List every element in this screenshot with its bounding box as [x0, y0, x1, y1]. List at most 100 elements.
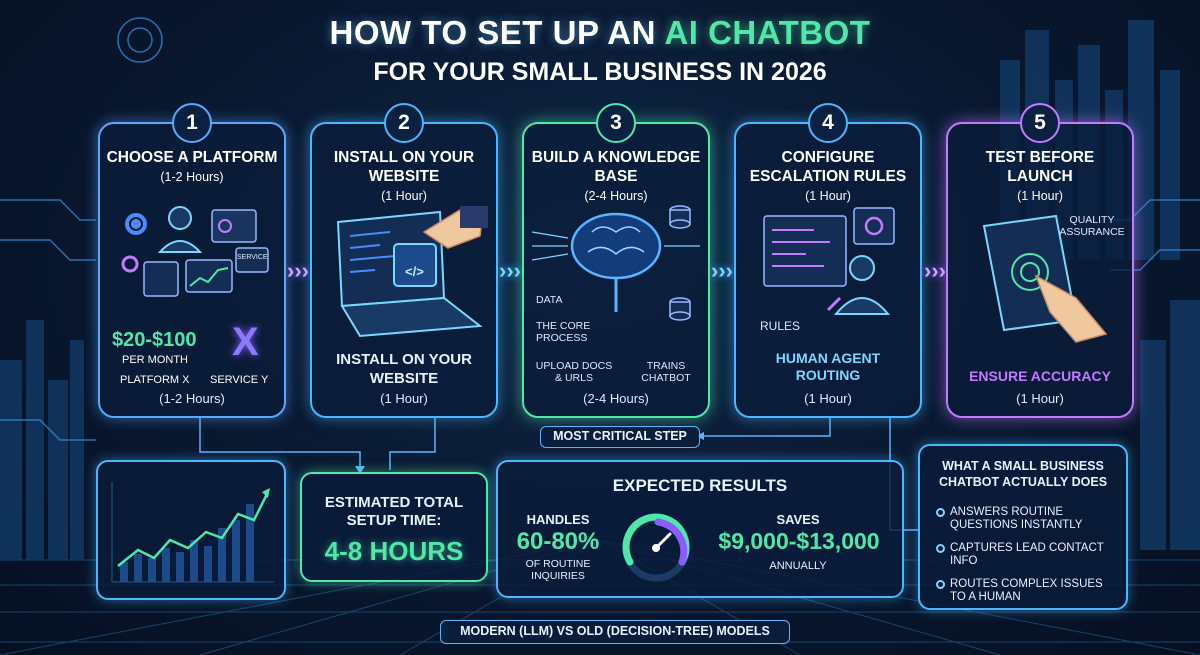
step-title-1-text: Choose a Platform: [106, 149, 278, 166]
agent-icon: [833, 255, 891, 315]
step-title-4: Configure Escalation Rules (1 Hour): [742, 148, 914, 206]
core-process-label: The Core Process: [536, 320, 591, 344]
step-title-2-text: Install on Your Website: [333, 149, 475, 185]
subtitle: For Your Small Business in 2026: [373, 58, 827, 86]
step-footer-3: (2-4 Hours): [583, 391, 649, 406]
trains-label: Trains Chatbot: [641, 360, 691, 384]
platform-x-label: Platform X: [120, 374, 190, 386]
bullet-icon: [936, 544, 945, 553]
most-critical-pill: Most Critical Step: [540, 426, 700, 448]
main-title: How to Set Up an AI Chatbot: [0, 14, 1200, 52]
hand-icon: [1034, 274, 1108, 343]
does-title: What a Small Business Chatbot Actually D…: [938, 459, 1108, 489]
setup-time-value: 4-8 Hours: [324, 536, 464, 566]
service-badge: SERVICE: [237, 254, 268, 261]
step-footer-2: (1 Hour): [380, 391, 428, 406]
hand-icon: [422, 206, 488, 249]
step-title-2: Install on Your Website (1 Hour): [318, 148, 490, 206]
circuit-lines: [0, 17, 1200, 441]
step-duration-3: (2-4 Hours): [584, 189, 648, 203]
does-item: Routes Complex Issues to a Human: [936, 578, 1110, 604]
does-item-text: Captures Lead Contact Info: [950, 542, 1104, 567]
step-title-5: Test Before Launch (1 Hour): [954, 148, 1126, 206]
step-duration-2: (1 Hour): [381, 189, 427, 203]
price-period: Per Month: [122, 354, 188, 366]
handles-sub: of Routine Inquiries: [525, 558, 591, 582]
code-window-icon: [763, 215, 847, 287]
expected-results-panel: Expected Results Handles 60-80% of Routi…: [496, 460, 904, 598]
handles-value: 60-80%: [516, 528, 600, 555]
settings-window-icon: [853, 207, 895, 245]
step-footer-1: (1-2 Hours): [159, 391, 225, 406]
price-value: $20-$100: [112, 329, 197, 351]
gauge-icon: [622, 513, 690, 582]
models-comparison-pill: Modern (LLM) vs Old (Decision-Tree) Mode…: [440, 620, 790, 644]
setup-time-label: Estimated Total Setup Time:: [324, 494, 464, 529]
code-block-icon: [393, 243, 437, 287]
step-duration-1: (1-2 Hours): [160, 170, 224, 184]
video-window-icon: [143, 261, 179, 297]
code-glyph: </>: [405, 264, 424, 279]
laptop-install-illustration: [336, 206, 488, 338]
step-arrow-icon: ›››: [499, 258, 521, 283]
install-middle-title: Install on Your Website: [336, 351, 472, 387]
brain-icon: [570, 212, 662, 312]
step-number-4: 4: [808, 103, 848, 143]
database-icon: [669, 205, 691, 229]
setup-time-panel: Estimated Total Setup Time: 4-8 Hours: [300, 472, 488, 582]
step-number-2: 2: [384, 103, 424, 143]
step-middle-2: Install on Your Website: [312, 350, 496, 388]
ensure-label: Ensure Accuracy: [969, 368, 1111, 384]
does-item: Answers Routine Questions Instantly: [936, 506, 1110, 532]
step-arrow-icon: ›››: [711, 258, 733, 283]
gear-icon: [121, 255, 139, 273]
user-icon: [157, 206, 203, 253]
title-text: How to Set Up an: [329, 14, 665, 51]
step-card-1: 1 Choose a Platform (1-2 Hours) SERVICE …: [98, 103, 286, 418]
step-arrow-icon: ›››: [287, 258, 309, 283]
step-footer-4: (1 Hour): [804, 391, 852, 406]
step-number-5: 5: [1020, 103, 1060, 143]
service-y-label: Service Y: [210, 374, 269, 386]
step-duration-4: (1 Hour): [805, 189, 851, 203]
does-item-text: Routes Complex Issues to a Human: [950, 578, 1103, 603]
upload-label: Upload Docs & URLs: [535, 360, 613, 384]
bullet-icon: [936, 508, 945, 517]
step-title-3-text: Build a Knowledge Base: [531, 149, 701, 185]
does-item: Captures Lead Contact Info: [936, 542, 1110, 568]
step-number-3: 3: [596, 103, 636, 143]
saves-sub: Annually: [769, 560, 827, 572]
title-accent: AI Chatbot: [664, 14, 871, 51]
handles-label: Handles: [526, 512, 590, 527]
step-card-2: 2 Install on Your Website (1 Hour) </> I…: [310, 103, 498, 418]
escalation-rules-illustration: [763, 207, 895, 315]
saves-value: $9,000-$13,000: [718, 528, 880, 554]
testing-illustration: [982, 214, 1108, 343]
step-footer-5: (1 Hour): [1016, 391, 1064, 406]
step-title-1: Choose a Platform (1-2 Hours): [106, 148, 278, 187]
routing-label: Human Agent Routing: [775, 350, 881, 383]
city-skyline-left: [0, 320, 84, 560]
growth-line-chart: [111, 482, 274, 583]
step-card-4: 4 Configure Escalation Rules (1 Hour) Ru…: [734, 103, 922, 418]
data-label: Data: [536, 294, 563, 306]
gear-icon: [864, 216, 884, 236]
gear-icon: [125, 213, 147, 235]
step-number-1: 1: [172, 103, 212, 143]
growth-chart-panel: [96, 460, 286, 600]
service-window-icon: [235, 247, 269, 273]
x-logo-icon: X: [232, 320, 259, 364]
step-title-5-text: Test Before Launch: [985, 149, 1095, 185]
settings-window-icon: [211, 209, 257, 243]
database-icon: [669, 297, 691, 321]
does-item-text: Answers Routine Questions Instantly: [950, 506, 1083, 531]
results-title: Expected Results: [612, 476, 788, 495]
step-title-3: Build a Knowledge Base (2-4 Hours): [530, 148, 702, 206]
chatbot-does-panel: What a Small Business Chatbot Actually D…: [918, 444, 1128, 610]
step-arrow-icon: ›››: [924, 258, 946, 283]
step-duration-5: (1 Hour): [1017, 189, 1063, 203]
chart-window-icon: [185, 259, 233, 293]
bullet-icon: [936, 580, 945, 589]
microphone-icon: [826, 296, 842, 312]
saves-label: Saves: [776, 512, 820, 527]
